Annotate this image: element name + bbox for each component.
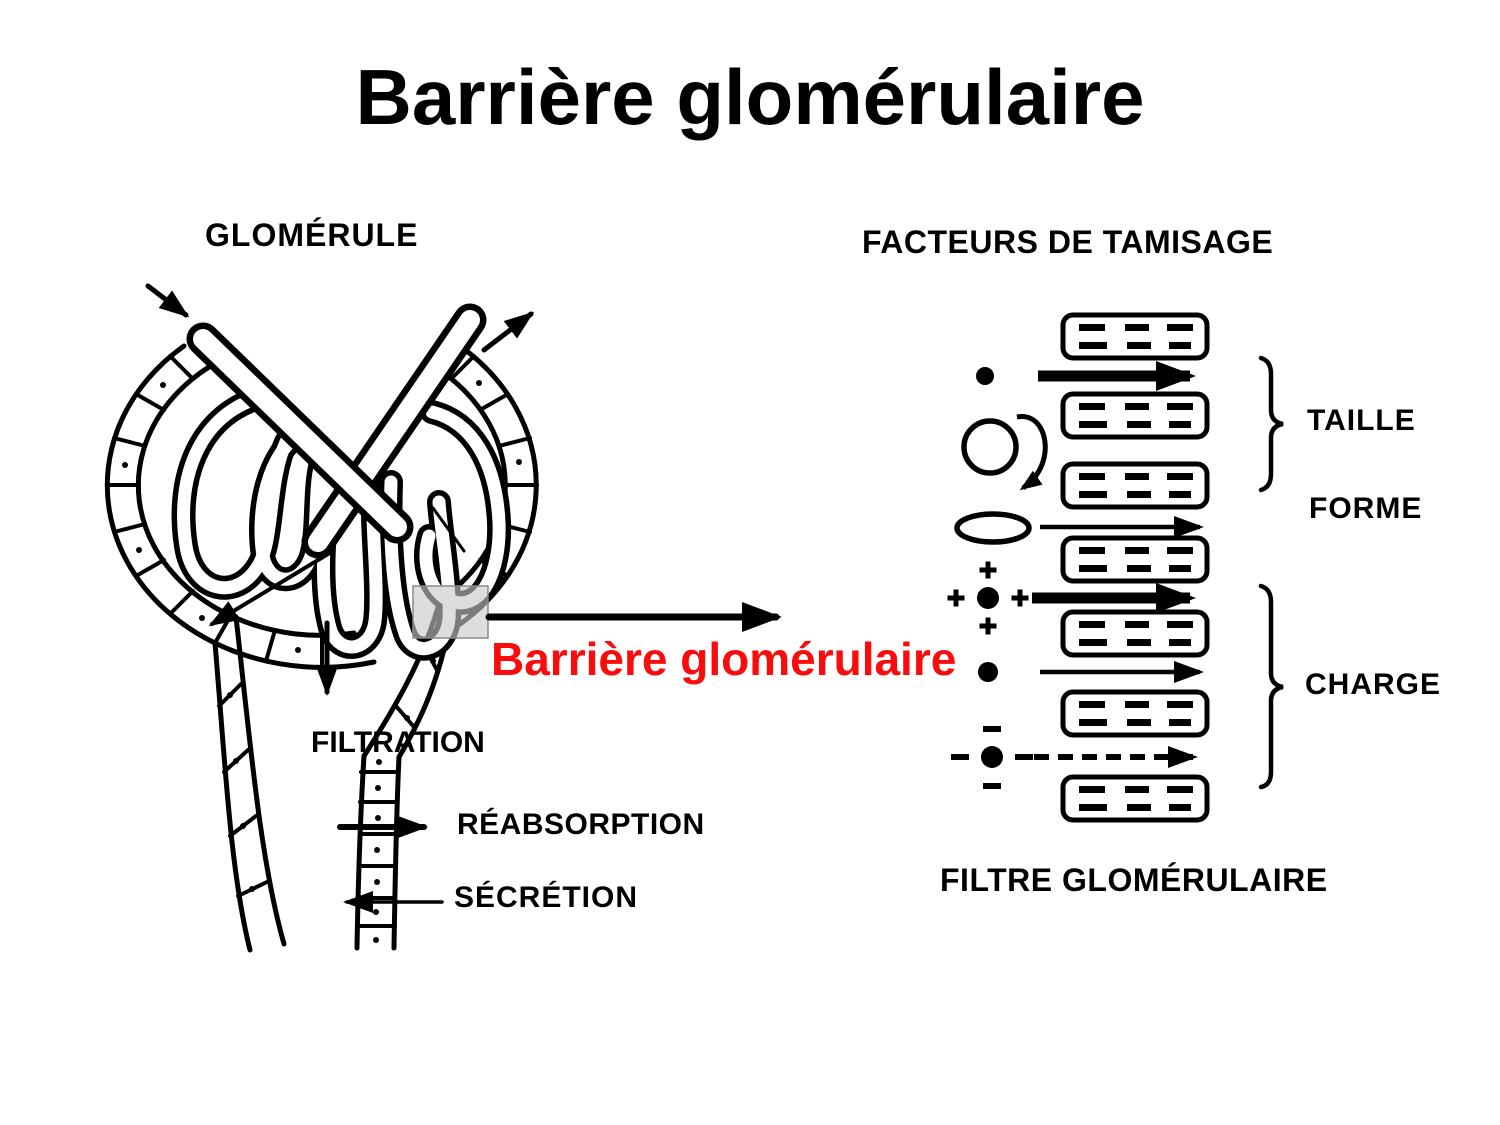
factor-label-forme: FORME: [1309, 492, 1423, 525]
filter-bars: [1063, 315, 1207, 820]
afferent-arteriole: [186, 322, 414, 544]
deflected-curved-arrow: [1016, 414, 1048, 491]
small-solid-particle-icon: [976, 367, 994, 385]
flow-arrows: [145, 283, 782, 913]
factor-braces: [1258, 355, 1284, 790]
taille-brace: [1258, 355, 1284, 493]
barrier-callout-label: Barrière glomérulaire: [491, 633, 957, 685]
sieving-footer: FILTRE GLOMÉRULAIRE: [940, 862, 1328, 898]
efferent-arteriole: [301, 303, 487, 559]
sieving-heading: FACTEURS DE TAMISAGE: [862, 224, 1274, 260]
afferent-inflow-arrow: [145, 283, 190, 318]
ellipse-particle-icon: [954, 511, 1032, 545]
large-open-circle-icon: [961, 418, 1019, 476]
slide-title: Barrière glomérulaire: [355, 53, 1145, 141]
negative-charged-particle-icon: [951, 726, 1033, 789]
positive-charged-particle-icon: [947, 561, 1029, 635]
tubule-cell-dots: [227, 658, 436, 943]
charge-brace: [1258, 583, 1284, 790]
filtrate-direction-arrow: [208, 549, 335, 627]
glomerule-heading: GLOMÉRULE: [205, 217, 419, 253]
reabsorption-label: RÉABSORPTION: [457, 808, 705, 841]
efferent-outflow-arrow: [481, 311, 535, 353]
neutral-particle-icon: [978, 662, 998, 682]
filtration-label: FILTRATION: [311, 726, 485, 759]
sieving-diagram: [947, 315, 1284, 820]
capillary-tuft: [171, 386, 512, 661]
factor-label-taille: TAILLE: [1307, 404, 1416, 437]
factor-label-charge: CHARGE: [1305, 668, 1442, 701]
glomerulus-drawing: [104, 283, 782, 953]
barrier-highlight-square: [412, 585, 489, 639]
secretion-label: SÉCRÉTION: [454, 881, 639, 914]
